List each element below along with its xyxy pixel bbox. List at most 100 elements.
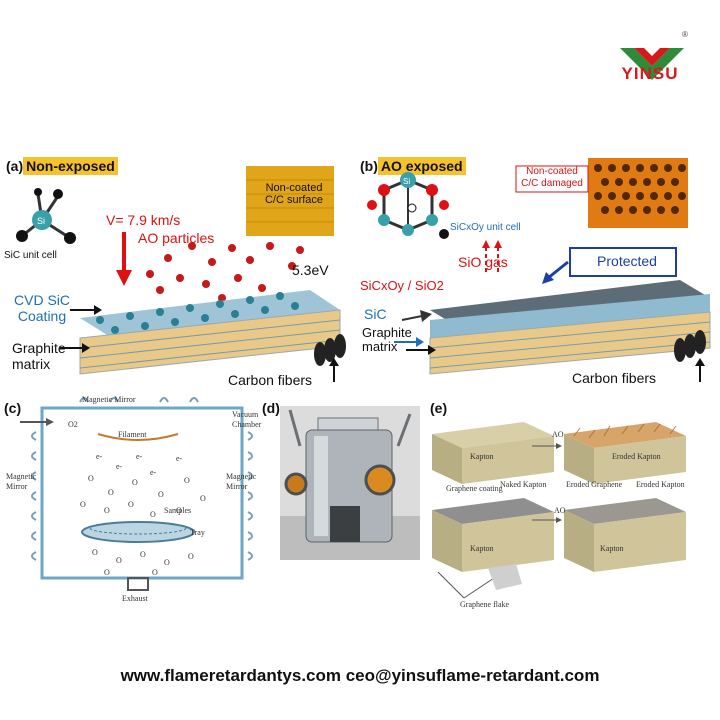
kapton-block-top — [432, 422, 554, 448]
oxygen-atom-symbol: O — [104, 568, 110, 577]
unit-cell-c-label: C — [8, 232, 15, 242]
cvd-sic-line1: CVD SiC — [14, 292, 71, 308]
tray-label: Tray — [190, 528, 205, 537]
kapton-label-top: Kapton — [470, 452, 494, 461]
non-coated-surface-line2: C/C surface — [264, 194, 324, 206]
oxygen-atom-symbol: O — [128, 500, 134, 509]
ao-label-bottom: AO — [554, 506, 566, 515]
oxygen-atom-symbol: O — [152, 568, 158, 577]
carbon-fibers-label-a: Carbon fibers — [228, 372, 313, 388]
graphene-flake — [488, 564, 522, 590]
electron-symbol: e- — [116, 462, 123, 471]
eroded-graphene-label: Eroded Graphene — [566, 480, 623, 489]
non-coated-surface-label: Non-coated C/C surface — [254, 182, 334, 206]
electron-symbol: e- — [150, 468, 157, 477]
panel-a-title: Non-exposed — [23, 157, 118, 175]
oxygen-atom-symbol: O — [188, 552, 194, 561]
mm-right-line2: Mirror — [226, 482, 248, 491]
filament-wire — [97, 433, 179, 441]
sicxoy-unit-cell — [367, 172, 449, 239]
velocity-label: V= 7.9 km/s — [106, 212, 181, 228]
viewport-window — [364, 464, 396, 496]
vacuum-chamber-label: Vacuum Chamber — [232, 410, 261, 430]
non-coated-surface-image — [246, 166, 334, 236]
panel-c-diagram — [20, 397, 253, 591]
panel-b-diagram: Si — [367, 158, 711, 382]
exhaust-label: Exhaust — [122, 594, 148, 603]
energy-label: 5.3eV — [292, 262, 329, 278]
naked-kapton-label: Naked Kapton — [500, 480, 547, 489]
sicxoy-sio2-label: SiCxOy / SiO2 — [360, 278, 444, 293]
graphite-matrix-block-b — [429, 311, 711, 375]
damaged-line2: C/C damaged — [521, 178, 583, 189]
oxygen-atom-symbol: O — [164, 558, 170, 567]
panel-b-title: AO exposed — [377, 157, 466, 175]
graphene-flake-label: Graphene flake — [460, 600, 510, 609]
sicxoy-unit-cell-label: SiCxOy unit cell — [450, 222, 521, 233]
kapton-label-bottom-right: Kapton — [600, 544, 624, 553]
ao-particles-label: AO particles — [138, 230, 215, 246]
oxygen-atom-symbol: O — [184, 476, 190, 485]
coating-atoms — [96, 292, 299, 334]
matrix-line2-b: matrix — [362, 339, 398, 354]
sic-unit-cell-label: SiC unit cell — [4, 250, 57, 261]
oxygen-atom-symbol: O — [108, 488, 114, 497]
graphite-line1-b: Graphite — [362, 325, 412, 340]
matrix-line2-a: matrix — [12, 356, 51, 372]
sic-layer — [430, 294, 710, 338]
eroded-graphene-block — [564, 498, 686, 524]
oxygen-atom-symbol: O — [132, 478, 138, 487]
panel-d-tag: (d) — [262, 400, 280, 416]
graphite-matrix-label-a: Graphite matrix — [12, 340, 66, 372]
damaged-line1: Non-coated — [526, 166, 578, 177]
graphene-coating-label: Graphene coating — [446, 484, 503, 493]
magnetic-mirror-right-label: Magnetic Mirror — [226, 472, 256, 492]
cvd-sic-line2: Coating — [17, 308, 67, 324]
panel-b-tag: (b)AO exposed — [360, 157, 466, 175]
oxygen-atom-symbol: O — [150, 510, 156, 519]
kapton-label-bottom-left: Kapton — [470, 544, 494, 553]
cvd-sic-coating-label: CVD SiC Coating — [14, 292, 70, 324]
eroded-kapton-label-2: Eroded Kapton — [636, 480, 685, 489]
oxygen-atom-symbol: O — [116, 556, 122, 565]
carbon-fibers-b — [674, 330, 706, 362]
oxygen-atom-symbol: O — [104, 506, 110, 515]
oxygen-atom-symbol: O — [92, 548, 98, 557]
sic-unit-cell — [16, 188, 76, 244]
electron-symbol: e- — [96, 452, 103, 461]
non-coated-surface-line1: Non-coated — [265, 182, 323, 194]
samples-label: Samples — [164, 506, 192, 515]
footer-caption: www.flameretardantys.com ceo@yinsuflame-… — [120, 666, 600, 685]
unit-cell-si-label: Si — [37, 216, 45, 226]
electron-symbol: e- — [176, 454, 183, 463]
panel-d-photo — [280, 406, 420, 560]
filament-label: Filament — [118, 430, 147, 439]
damaged-surface-label: Non-coated C/C damaged — [516, 166, 588, 190]
panel-b-letter: (b) — [360, 158, 378, 174]
carbon-fibers — [314, 334, 346, 366]
mm-left-line1: Magnetic — [6, 472, 37, 481]
protected-label: Protected — [597, 253, 657, 269]
mm-left-line2: Mirror — [6, 482, 28, 491]
oxygen-atom-symbol: O — [140, 550, 146, 559]
magnetic-mirror-left-label: Magnetic Mirror — [6, 472, 36, 492]
mm-right-line1: Magnetic — [226, 472, 257, 481]
panel-c-tag: (c) — [4, 400, 22, 416]
unit-cell-b-si-label: Si — [403, 177, 410, 186]
oxygen-atom-symbol: O — [80, 500, 86, 509]
ao-particles — [146, 242, 304, 302]
magnetic-coils — [31, 397, 253, 561]
panel-e-tag: (e) — [430, 400, 448, 416]
protected-box — [569, 247, 677, 277]
oxygen-atom-symbol: O — [158, 490, 164, 499]
registered-mark: ® — [682, 30, 688, 39]
graphite-line1-a: Graphite — [12, 340, 66, 356]
oxygen-atom-symbol: O — [176, 506, 182, 515]
eroded-kapton-block — [564, 422, 686, 448]
electron-symbol: e- — [136, 452, 143, 461]
yinsu-logo-mark — [620, 48, 684, 80]
panel-a-tag: (a)Non-exposed — [6, 157, 118, 175]
vacuum-line1: Vacuum — [232, 410, 259, 419]
eroded-kapton-label: Eroded Kapton — [612, 452, 661, 461]
brand-name: YINSU — [621, 64, 679, 83]
